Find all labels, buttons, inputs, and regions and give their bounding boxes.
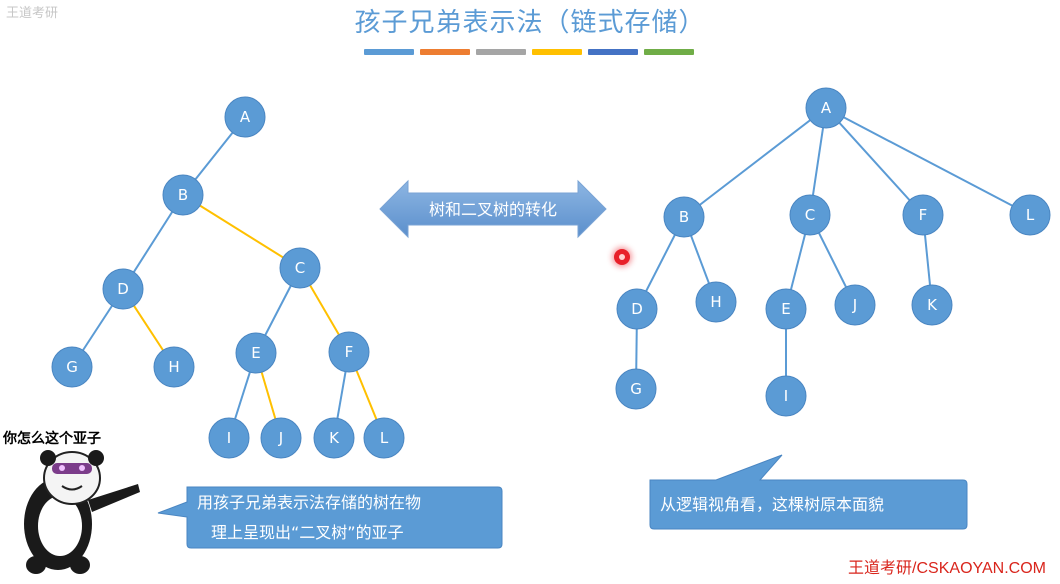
original-tree-node-I-circle [765,375,807,417]
binary-tree-node-D-label: D [117,280,129,298]
color-bar-4 [532,49,582,55]
double-arrow-shape [379,179,607,239]
original-tree-node-I-label: I [784,387,788,405]
original-tree-node-B-circle [663,196,705,238]
callout-left-line-2: 理上呈现出“二叉树”的亚子 [211,523,404,542]
pointer-dot [614,249,630,265]
tree-edge-A-F [825,107,924,216]
color-bar-6 [644,49,694,55]
color-bar-3 [476,49,526,55]
arrow-label: 树和二叉树的转化 [429,200,557,219]
binary-tree-node-G-circle [51,346,93,388]
original-tree-node-H-label: H [710,293,721,311]
binary-tree-node-E-label: E [251,344,260,362]
original-tree-node-G-label: G [630,380,642,398]
binary-tree-node-L-circle [363,417,405,459]
color-bar-5 [588,49,638,55]
binary-tree-node-K-circle [313,417,355,459]
original-tree-node-A-circle [805,87,847,129]
original-tree-node-F-circle [902,194,944,236]
binary-tree-node-H-circle [153,346,195,388]
original-tree-node-K-circle [911,284,953,326]
binary-tree-node-F-label: F [345,343,354,361]
binary-tree-node-K-label: K [329,429,340,447]
color-bar-2 [420,49,470,55]
binary-tree-node-H-label: H [168,358,179,376]
callout-left-bubble [157,486,503,549]
binary-tree-node-C-circle [279,247,321,289]
brand-watermark: 王道考研/CSKAOYAN.COM [848,560,1046,577]
binary-tree-node-B-circle [162,174,204,216]
original-tree-node-E-label: E [781,300,790,318]
binary-tree-node-J-label: J [278,429,283,447]
original-tree-node-J-label: J [852,296,857,314]
callout-right-bubble [649,454,968,530]
original-tree-node-D-label: D [631,300,643,318]
original-tree-node-H-circle [695,281,737,323]
meme-caption: 你怎么这个亚子 [3,431,101,447]
binary-tree-node-A-circle [224,96,266,138]
original-tree-node-G-circle [615,368,657,410]
original-tree-node-L-label: L [1026,206,1035,224]
original-tree-node-L-circle [1009,194,1051,236]
original-tree-node-C-label: C [805,206,815,224]
binary-tree-node-E-circle [235,332,277,374]
original-tree-node-J-circle [834,284,876,326]
original-tree-node-A-label: A [821,99,832,117]
binary-tree-node-L-label: L [380,429,389,447]
callout-right-text: 从逻辑视角看，这棵树原本面貌 [660,495,885,514]
color-bar-1 [364,49,414,55]
watermark-top: 王道考研 [6,6,59,21]
binary-tree-node-D-circle [102,268,144,310]
original-tree-node-D-circle [616,288,658,330]
binary-tree-node-A-label: A [240,108,251,126]
binary-tree-node-F-circle [328,331,370,373]
binary-tree-node-B-label: B [178,186,188,204]
original-tree-node-C-circle [789,194,831,236]
panda-meme-image [24,450,140,574]
original-tree-node-E-circle [765,288,807,330]
callout-left-text: 用孩子兄弟表示法存储的树在物 理上呈现出“二叉树”的亚子 [197,488,493,548]
binary-tree-node-G-label: G [66,358,78,376]
sibling-edge-B-C [182,194,301,269]
page-title: 孩子兄弟表示法（链式存储） [354,8,706,38]
binary-tree-node-I-circle [208,417,250,459]
original-tree-node-F-label: F [919,206,928,224]
original-tree-node-K-label: K [927,296,938,314]
original-tree-node-B-label: B [679,208,689,226]
binary-tree-node-C-label: C [295,259,305,277]
binary-tree-node-J-circle [260,417,302,459]
callout-left-line-1: 用孩子兄弟表示法存储的树在物 [197,493,422,512]
binary-tree-node-I-label: I [227,429,231,447]
tree-edge-A-L [825,107,1031,216]
tree-edge-A-B [683,107,827,218]
